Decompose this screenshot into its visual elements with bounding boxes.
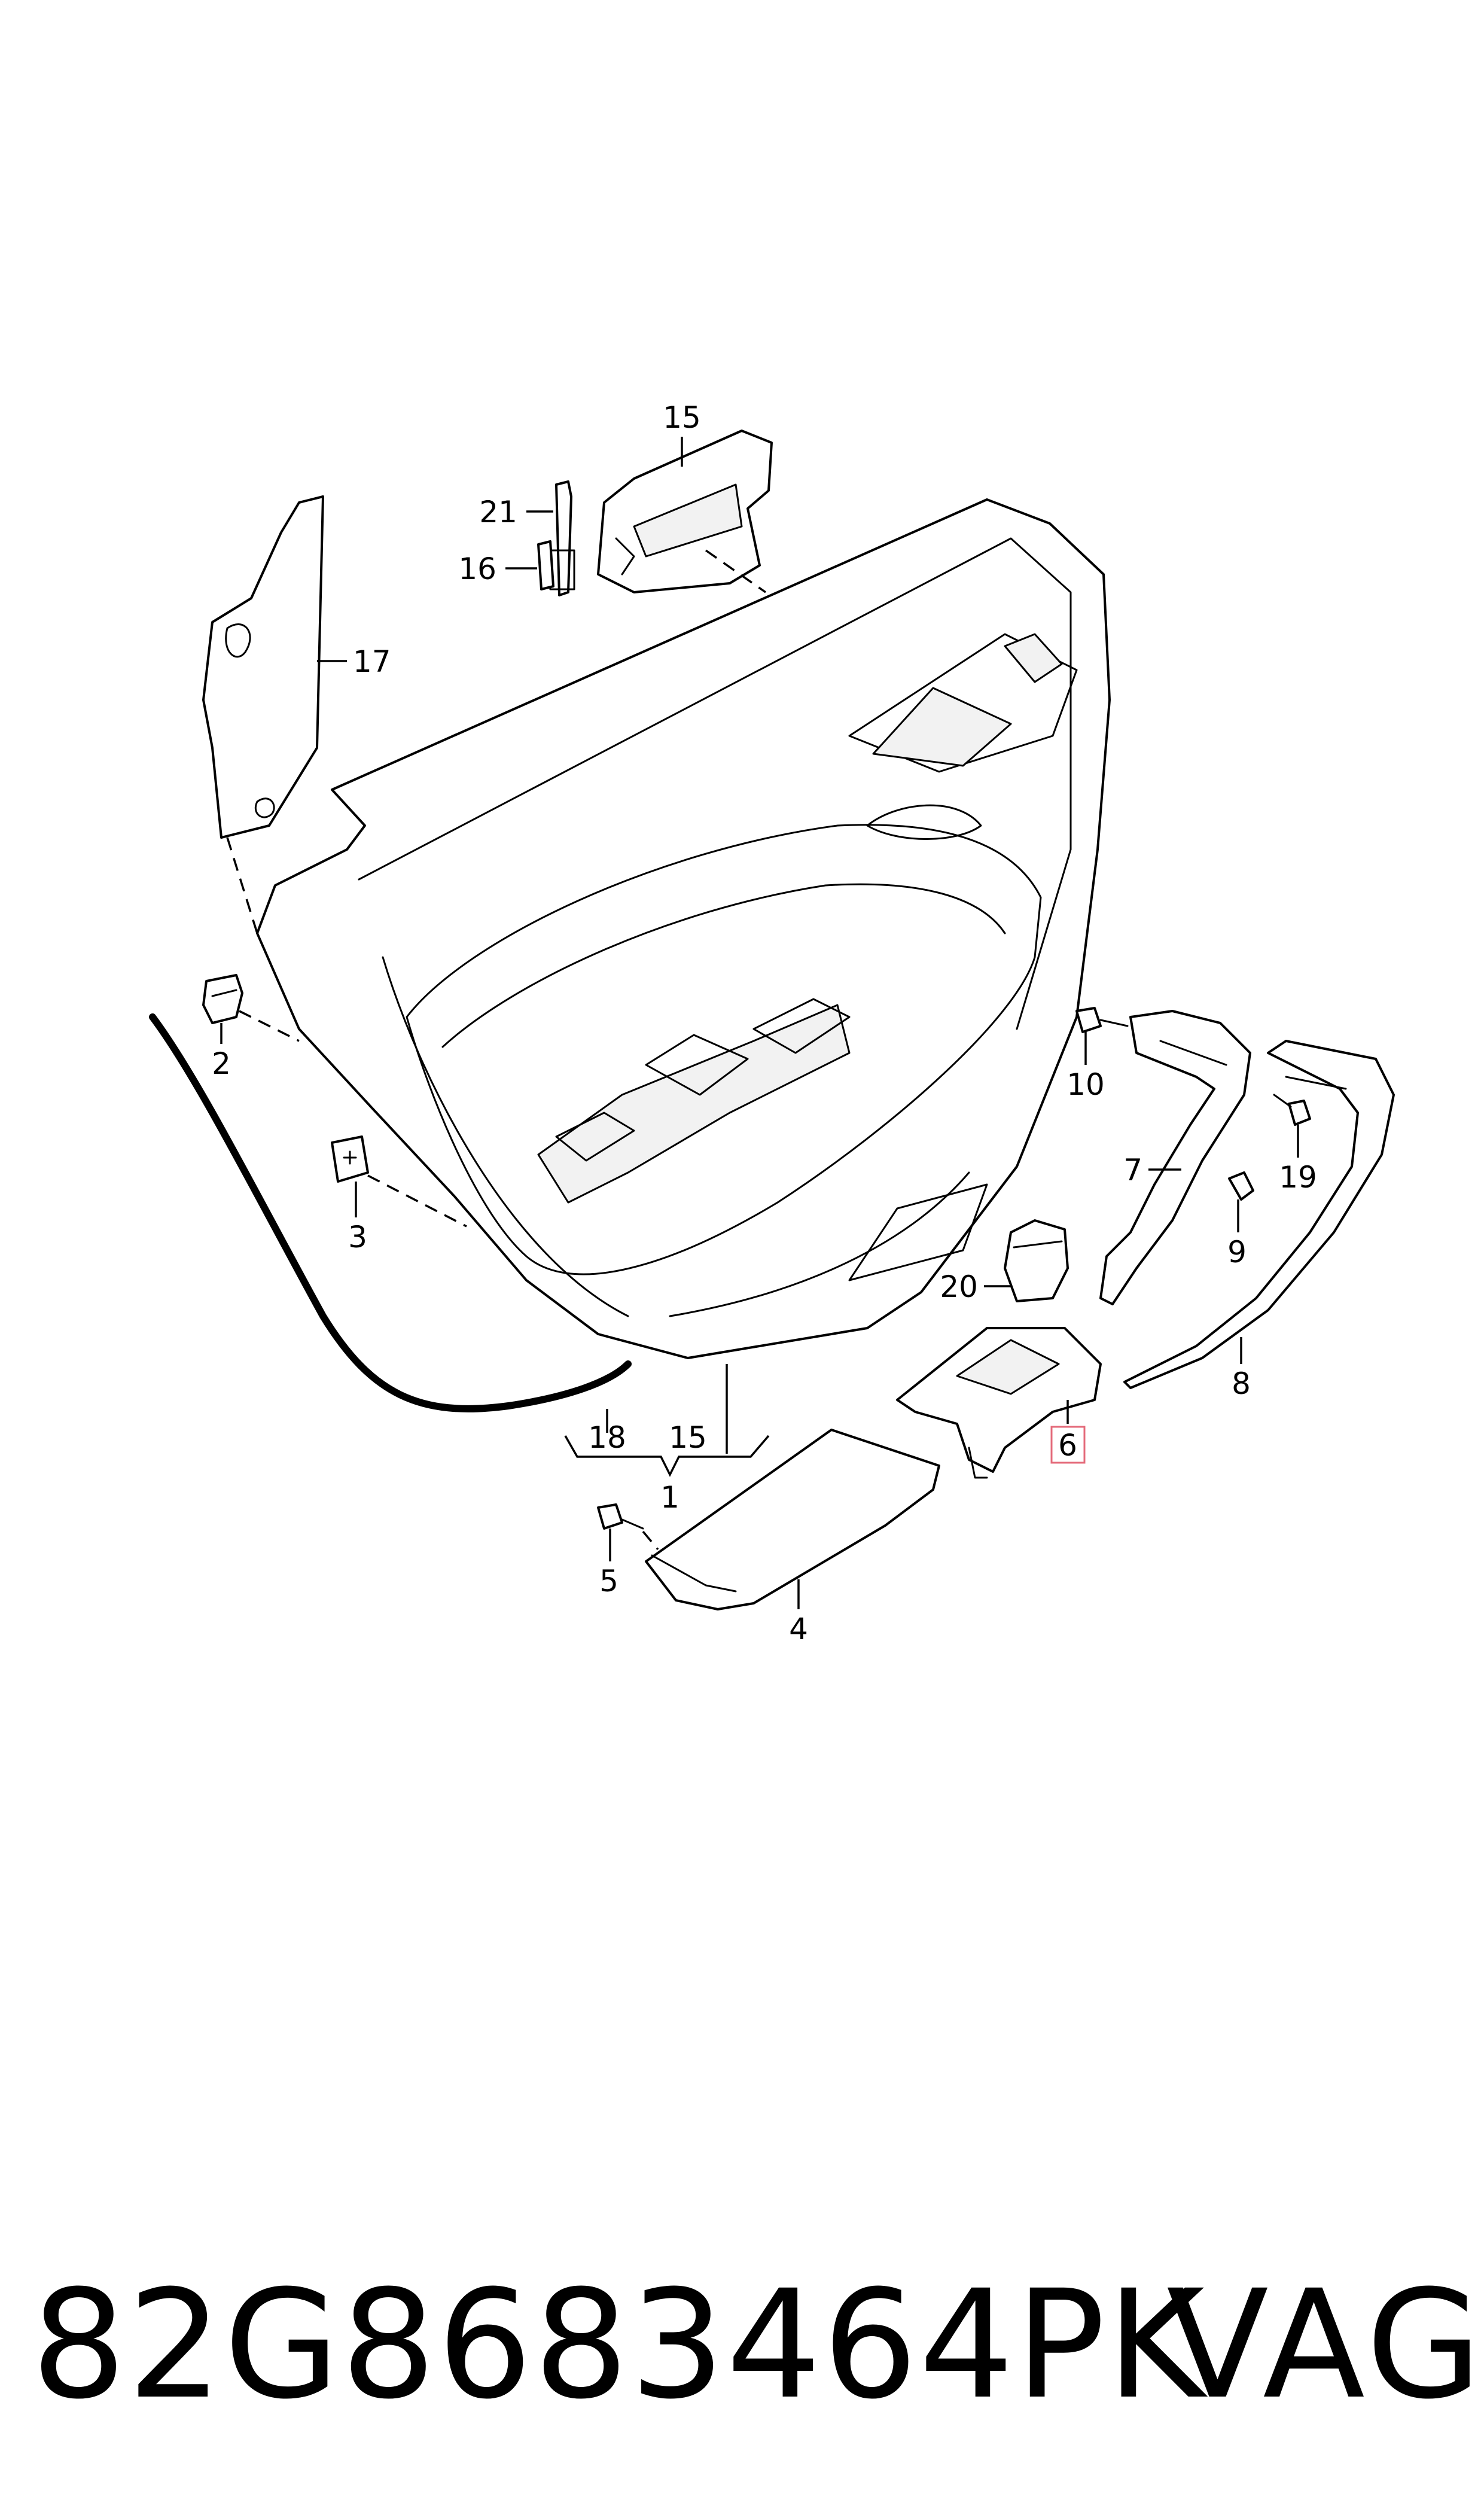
leader-17-dash xyxy=(226,837,258,934)
leader-3-dash xyxy=(367,1174,467,1228)
screw-part-5 xyxy=(597,1503,644,1530)
clip-part-2 xyxy=(202,974,243,1024)
switch-part-20 xyxy=(1004,1219,1069,1302)
leader-5-dash xyxy=(642,1530,659,1551)
armrest-cover-part-4 xyxy=(645,1429,940,1610)
armrest-bracket-part-6 xyxy=(896,1327,1102,1479)
screw-part-10 xyxy=(1075,1007,1129,1033)
seal-strip-part-18 xyxy=(149,1013,632,1412)
leader-15-top-dash xyxy=(705,549,767,593)
footer: 82G8683464PK VAG xyxy=(0,2261,1484,2429)
leader-2-dash xyxy=(239,1010,300,1042)
callout-10: 10 xyxy=(1066,1067,1105,1102)
callout-18: 18 xyxy=(588,1420,626,1455)
callout-7: 7 xyxy=(1123,1153,1142,1188)
decorative-trim-part-8 xyxy=(1123,1040,1395,1389)
clip-part-16 xyxy=(537,540,554,590)
grab-handle-part-7 xyxy=(1099,1010,1251,1305)
callout-21: 21 xyxy=(479,495,517,529)
callout-4: 4 xyxy=(789,1612,808,1646)
part-number: 82G8683464PK xyxy=(31,2258,1206,2432)
clip-part-9 xyxy=(1228,1171,1254,1201)
highlight-box-6 xyxy=(1050,1426,1086,1464)
pillar-trim-part-17 xyxy=(202,495,324,839)
pad-part-3 xyxy=(331,1135,369,1183)
callout-1: 1 xyxy=(660,1480,679,1515)
callout-20: 20 xyxy=(940,1269,978,1304)
callout-3: 3 xyxy=(348,1220,367,1255)
callout-5: 5 xyxy=(599,1564,618,1599)
callout-16: 16 xyxy=(458,552,496,586)
callout-9: 9 xyxy=(1227,1235,1247,1269)
group-bracket-1 xyxy=(564,1435,770,1477)
screw-part-19 xyxy=(1273,1094,1311,1126)
callout-19: 19 xyxy=(1279,1160,1317,1195)
door-trim-panel xyxy=(256,498,1111,1359)
callout-6: 6 xyxy=(1058,1428,1077,1463)
callout-2: 2 xyxy=(212,1046,231,1081)
callout-8: 8 xyxy=(1232,1366,1251,1401)
callout-17: 17 xyxy=(353,644,391,679)
bracket-part-15-top xyxy=(597,430,773,593)
callout-15-top: 15 xyxy=(663,400,701,435)
brand-label: VAG xyxy=(1166,2258,1484,2432)
callout-15-bottom: 15 xyxy=(669,1420,707,1455)
